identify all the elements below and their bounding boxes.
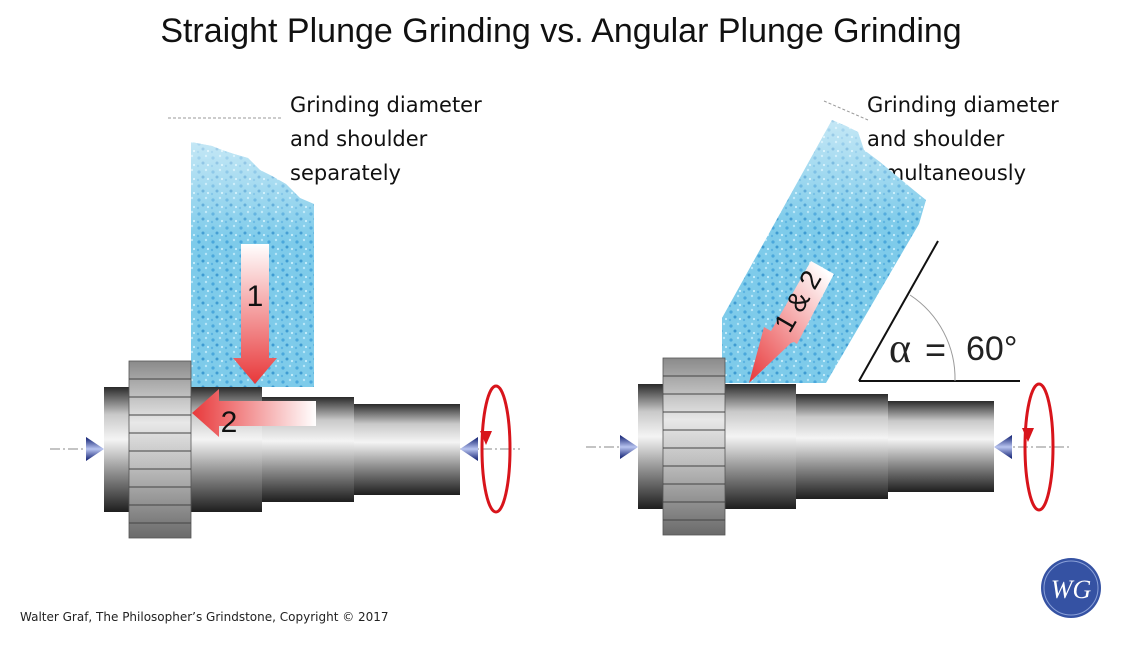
left-caption-line-2: and shoulder <box>290 127 428 151</box>
right-center-point-right <box>994 435 1012 459</box>
right-caption-line-2: and shoulder <box>867 127 1005 151</box>
left-gear <box>128 360 192 539</box>
left-caption-line-3: separately <box>290 161 401 185</box>
right-rotation-icon <box>1022 382 1055 512</box>
left-panel: 1 2 <box>50 117 520 539</box>
left-center-point-left <box>86 437 104 461</box>
left-center-point-right <box>460 437 478 461</box>
angle-value: 60° <box>966 330 1017 368</box>
angle-symbol: α <box>889 326 911 372</box>
left-arrow-2 <box>192 389 316 437</box>
left-caption: Grinding diameter and shoulder separatel… <box>290 88 482 190</box>
right-caption: Grinding diameter and shoulder simultane… <box>867 88 1059 190</box>
right-panel: α = 60° <box>586 100 1072 536</box>
right-gear <box>662 357 726 536</box>
angle-equals: = <box>925 329 946 370</box>
left-arrow-1 <box>233 244 277 384</box>
right-arrow-combined <box>749 261 834 383</box>
left-step-2-label: 2 <box>221 406 238 439</box>
left-caption-line-1: Grinding diameter <box>290 93 482 117</box>
copyright-notice: Walter Graf, The Philosopher’s Grindston… <box>20 610 389 624</box>
right-caption-line-1: Grinding diameter <box>867 93 1059 117</box>
logo-letters: WG <box>1051 575 1092 604</box>
left-step-1-label: 1 <box>247 280 264 313</box>
angle-indicator <box>858 240 1020 382</box>
right-center-point-left <box>620 435 638 459</box>
right-grinding-wheel <box>722 120 926 383</box>
wg-logo-icon: WG <box>1041 558 1101 618</box>
page-title: Straight Plunge Grinding vs. Angular Plu… <box>160 12 962 50</box>
left-rotation-icon <box>480 384 512 514</box>
right-dashed-guide <box>823 100 869 121</box>
